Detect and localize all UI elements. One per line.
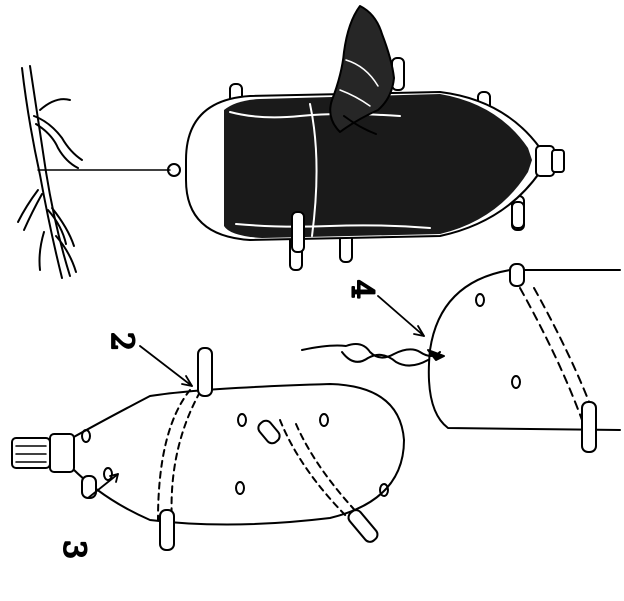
perch: [160, 510, 174, 550]
empty-bottle: [72, 384, 404, 525]
perch: [512, 202, 524, 228]
perch: [198, 348, 212, 396]
bottle-cap: [12, 438, 50, 468]
perch: [82, 476, 96, 498]
arrow-4: [378, 296, 424, 336]
tree-branch: [18, 66, 82, 278]
label-2: 2: [104, 332, 139, 351]
perch: [292, 212, 304, 252]
bottle-neck: [50, 434, 74, 472]
arrow-2: [140, 346, 192, 386]
bottle-cap-lid: [552, 150, 564, 172]
perch: [346, 508, 380, 545]
label-3: 3: [56, 540, 91, 559]
perch: [510, 264, 524, 286]
label-4: 4: [344, 280, 379, 299]
empty-bottle-feeder: [12, 348, 404, 550]
perch: [582, 402, 596, 452]
